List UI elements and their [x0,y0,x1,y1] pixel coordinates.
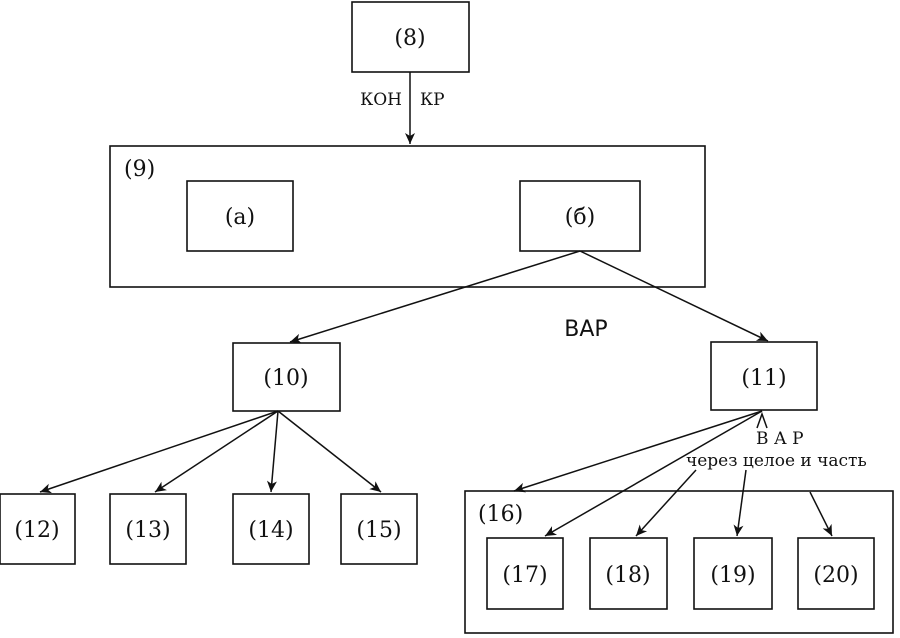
node-14-label: (14) [248,518,293,543]
node-15-label: (15) [356,518,401,543]
edge-label-whole-part: через целое и часть [686,451,867,471]
node-13-box [109,493,187,565]
node-8-box [351,1,470,73]
edge-11-to-19 [733,469,747,537]
edge-label-kon: КОН [360,90,402,110]
group-16-label: (16) [478,502,523,527]
edge-11-to-20 [809,491,833,537]
node-20-box [797,537,875,610]
edge-10-to-15 [277,410,382,493]
edge-11-to-17 [544,410,763,537]
group-16-frame [464,490,894,634]
edge-11-to-18 [635,469,697,537]
edge-10-to-12 [39,410,279,494]
var-bracket-mark [756,411,768,429]
edge-10-to-14 [266,410,279,493]
group-9-label: (9) [124,157,155,182]
node-13-label: (13) [125,518,170,543]
node-19-box [693,537,773,610]
group-9-frame [109,145,706,288]
node-b-box [519,180,641,252]
node-18-box [589,537,668,610]
node-17-box [486,537,564,610]
edge-label-var-spaced: В А Р [756,429,804,449]
node-17-label: (17) [502,563,547,588]
node-14-box [232,493,310,565]
node-20-label: (20) [813,563,858,588]
edge-b-to-10 [289,250,581,344]
node-11-box [710,341,818,411]
node-18-label: (18) [605,563,650,588]
node-b-label: (б) [565,205,595,230]
node-a-box [186,180,294,252]
node-8-label: (8) [394,26,425,51]
node-19-label: (19) [710,563,755,588]
edge-10-to-13 [154,410,279,493]
edge-label-kr: КР [420,90,445,110]
node-15-box [340,493,418,565]
node-12-box [0,493,76,565]
node-12-label: (12) [14,518,59,543]
node-10-box [232,342,341,412]
node-11-label: (11) [741,366,786,391]
edge-11-to-16 [513,410,763,493]
edge-b-to-11 [579,250,769,342]
node-10-label: (10) [263,366,308,391]
node-a-label: (а) [225,205,255,230]
edge-label-var: ВАР [564,317,607,342]
